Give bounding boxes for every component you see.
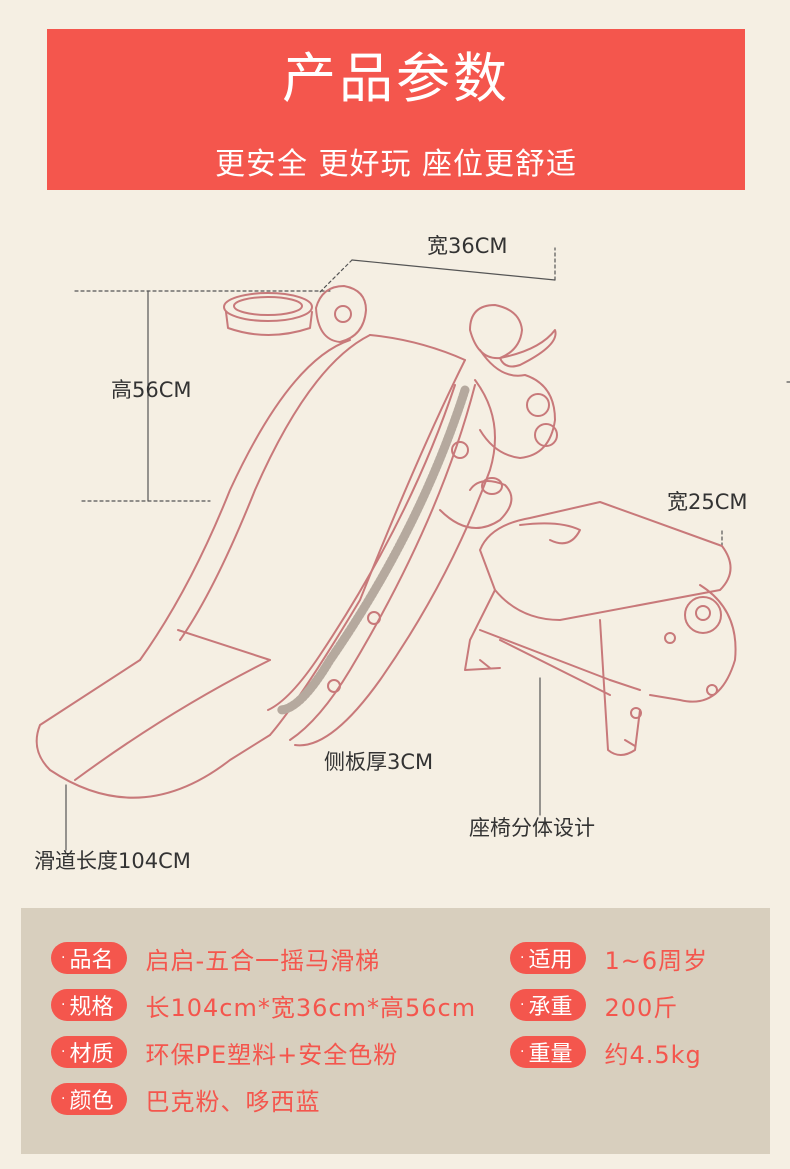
header-banner: 产品参数 更安全 更好玩 座位更舒适	[47, 29, 745, 190]
spec-row-name: ·品名 启启-五合一摇马滑梯	[51, 941, 380, 975]
spec-key-load: ·承重	[510, 989, 587, 1021]
spec-panel: ·品名 启启-五合一摇马滑梯 ·规格 长104cm*宽36cm*高56cm ·材…	[21, 908, 770, 1154]
spec-row-color: ·颜色 巴克粉、哆西蓝	[51, 1082, 320, 1116]
spec-value-name: 启启-五合一摇马滑梯	[145, 946, 381, 975]
spec-row-size: ·规格 长104cm*宽36cm*高56cm	[51, 988, 476, 1022]
spec-row-age: ·适用 1~6周岁	[510, 941, 708, 975]
spec-key-name: ·品名	[51, 942, 128, 974]
spec-key-size: ·规格	[51, 989, 128, 1021]
spec-value-color: 巴克粉、哆西蓝	[145, 1087, 321, 1116]
spec-value-load: 200斤	[604, 993, 679, 1022]
spec-key-age: ·适用	[510, 942, 587, 974]
spec-row-material: ·材质 环保PE塑料+安全色粉	[51, 1035, 398, 1069]
spec-value-size: 长104cm*宽36cm*高56cm	[145, 993, 477, 1022]
banner-title: 产品参数	[282, 47, 510, 110]
slide-length-label: 滑道长度104CM	[34, 849, 191, 873]
height-56-label: 高56CM	[111, 378, 192, 402]
seat-detach-label: 座椅分体设计	[469, 816, 595, 840]
spec-key-weight: ·重量	[510, 1036, 587, 1068]
slide-line-drawing	[35, 247, 790, 851]
spec-value-material: 环保PE塑料+安全色粉	[145, 1040, 399, 1069]
product-diagram: 宽36CM 高56CM 宽25CM 侧板厚3CM 座椅分体设计 滑道长度104C…	[0, 190, 790, 900]
spec-key-color: ·颜色	[51, 1083, 128, 1115]
banner-subtitle: 更安全 更好玩 座位更舒适	[214, 147, 578, 182]
spec-value-weight: 约4.5kg	[604, 1040, 702, 1069]
side-thickness-label: 侧板厚3CM	[324, 750, 434, 774]
spec-row-load: ·承重 200斤	[510, 988, 678, 1022]
width-25-label: 宽25CM	[667, 490, 748, 514]
width-36-label: 宽36CM	[427, 234, 508, 258]
spec-row-weight: ·重量 约4.5kg	[510, 1035, 702, 1069]
spec-key-material: ·材质	[51, 1036, 128, 1068]
spec-value-age: 1~6周岁	[604, 946, 709, 975]
